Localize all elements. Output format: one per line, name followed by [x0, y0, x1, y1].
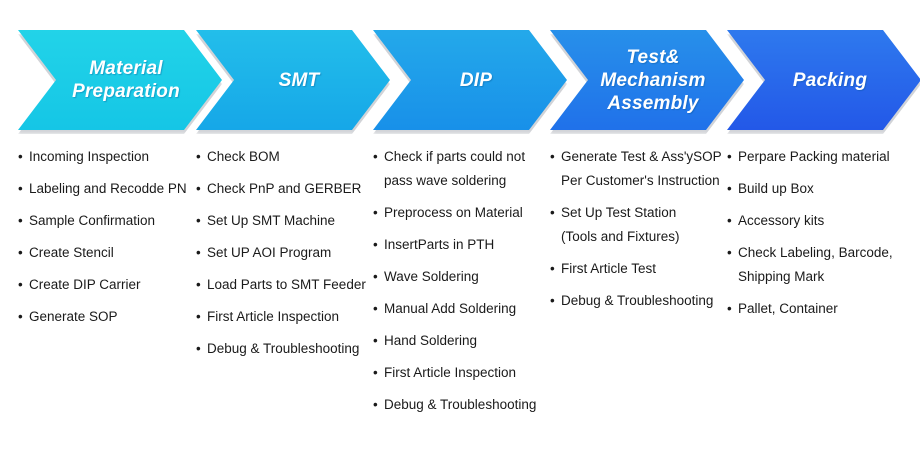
task-item: Generate SOP — [18, 305, 196, 329]
task-column-material-preparation: Incoming InspectionLabeling and Recodde … — [18, 145, 196, 337]
task-list: Generate Test & Ass'ySOP Per Customer's … — [550, 145, 732, 313]
task-item: Debug & Troubleshooting — [373, 393, 551, 417]
task-item: Hand Soldering — [373, 329, 551, 353]
task-item: Preprocess on Material — [373, 201, 551, 225]
task-item: First Article Inspection — [196, 305, 374, 329]
task-column-test-mechanism-assembly: Generate Test & Ass'ySOP Per Customer's … — [550, 145, 732, 321]
task-item: Create Stencil — [18, 241, 196, 265]
task-list: Perpare Packing materialBuild up BoxAcce… — [727, 145, 913, 321]
task-item: First Article Test — [550, 257, 732, 281]
task-item: Set Up SMT Machine — [196, 209, 374, 233]
stage-title: SMT — [278, 69, 320, 91]
chevron-header-row: Material Preparation SMT DIP Test& Mecha… — [0, 0, 920, 140]
task-item: Incoming Inspection — [18, 145, 196, 169]
stage-chevron-material-preparation[interactable]: Material Preparation — [18, 30, 222, 130]
stage-title: Material Preparation — [72, 58, 180, 102]
stage-task-columns: Incoming InspectionLabeling and Recodde … — [0, 145, 920, 460]
task-item: Wave Soldering — [373, 265, 551, 289]
stage-title: DIP — [459, 69, 493, 91]
task-item: Create DIP Carrier — [18, 273, 196, 297]
task-item: Sample Confirmation — [18, 209, 196, 233]
task-item: Pallet, Container — [727, 297, 913, 321]
task-item: Set Up Test Station (Tools and Fixtures) — [550, 201, 732, 249]
task-column-smt: Check BOM Check PnP and GERBER Set Up SMT … — [196, 145, 374, 369]
task-column-packing: Perpare Packing materialBuild up BoxAcce… — [727, 145, 913, 329]
task-item: Debug & Troubleshooting — [550, 289, 732, 313]
stage-chevron-dip[interactable]: DIP — [373, 30, 567, 130]
stage-title: Test& Mechanism Assembly — [600, 46, 706, 114]
task-item: Manual Add Soldering — [373, 297, 551, 321]
task-item: Labeling and Recodde PN — [18, 177, 196, 201]
task-item: Build up Box — [727, 177, 913, 201]
task-item: Check BOM — [196, 145, 374, 169]
task-list: Check BOM Check PnP and GERBER Set Up SMT … — [196, 145, 374, 361]
task-column-dip: Check if parts could not pass wave solde… — [373, 145, 551, 425]
task-list: Check if parts could not pass wave solde… — [373, 145, 551, 417]
stage-chevron-test-mechanism-assembly[interactable]: Test& Mechanism Assembly — [550, 30, 744, 130]
task-item: Generate Test & Ass'ySOP Per Customer's … — [550, 145, 732, 193]
task-item: Set UP AOI Program — [196, 241, 374, 265]
task-item: InsertParts in PTH — [373, 233, 551, 257]
task-item: Load Parts to SMT Feeder — [196, 273, 374, 297]
stage-chevron-smt[interactable]: SMT — [196, 30, 390, 130]
task-list: Incoming InspectionLabeling and Recodde … — [18, 145, 196, 329]
stage-chevron-packing[interactable]: Packing — [727, 30, 920, 130]
task-item: Accessory kits — [727, 209, 913, 233]
stage-title: Packing — [792, 69, 868, 91]
task-item: Debug & Troubleshooting — [196, 337, 374, 361]
task-item: Perpare Packing material — [727, 145, 913, 169]
task-item: Check if parts could not pass wave solde… — [373, 145, 551, 193]
task-item: First Article Inspection — [373, 361, 551, 385]
task-item: Check Labeling, Barcode, Shipping Mark — [727, 241, 913, 289]
task-item: Check PnP and GERBER — [196, 177, 374, 201]
